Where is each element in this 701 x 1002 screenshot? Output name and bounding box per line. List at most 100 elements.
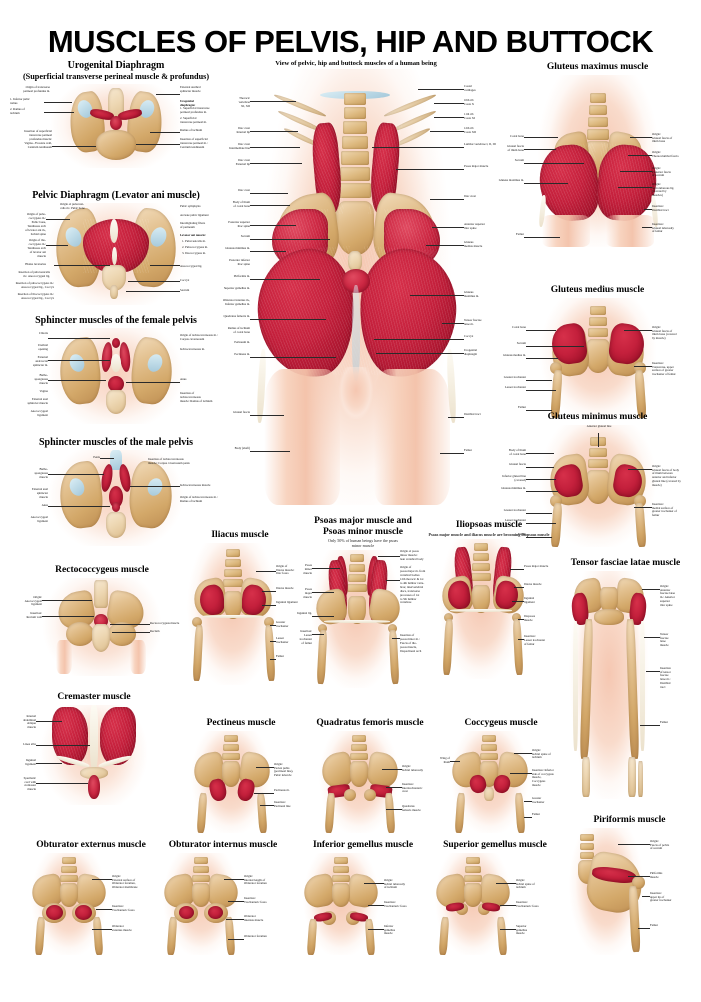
leader-line: [54, 265, 110, 266]
lumbar-vertebra: [193, 865, 209, 873]
leader-line: [510, 772, 532, 774]
label-gmax-left-0: Coxal bone: [510, 133, 524, 138]
label-pelvic-left-2: Hiatus levatorius: [25, 262, 46, 267]
leader-line: [374, 339, 464, 340]
label-ip-right-2: Inguinal ligament: [524, 595, 535, 604]
label-uro-left-0: Origin of transverse perineal profundus …: [23, 85, 50, 94]
leader-line: [250, 357, 336, 358]
label-il-right-1: Iliacus muscle: [276, 585, 294, 590]
label-sf-left-1: Urethral opening: [37, 343, 48, 352]
label-gmed-left-2: Gluteus medius m.: [503, 352, 526, 357]
label-gmed-left-3: Greater trochanter: [503, 374, 526, 379]
label-tfl-right-1: Tensor fasciae latae muscle: [660, 631, 669, 648]
lumbar-vertebra: [223, 578, 243, 587]
thigh-left: [264, 369, 340, 506]
panel-title-urogenital: Urogenital Diaphragm (Superficial transv…: [22, 60, 210, 82]
label-main-right-5: Psoas major muscle: [464, 164, 489, 169]
label-cx-right-3: Femur: [532, 811, 540, 816]
label-sf-right-3: Insertion of ischiocavernosus muscle: Ra…: [180, 391, 213, 403]
leader-line: [430, 199, 464, 200]
leader-line: [526, 522, 556, 524]
leader-line: [642, 226, 652, 228]
lumbar-vertebra: [589, 447, 607, 457]
leader-line: [514, 586, 524, 588]
leader-line: [256, 570, 276, 572]
leader-line: [526, 389, 556, 391]
label-ip-right-1: Iliacus muscle: [524, 581, 542, 586]
panel-title-gluteus-minimus: Gluteus minimus muscle: [547, 412, 648, 422]
gluteus-maximus-muscle-right: [355, 246, 461, 381]
leader-line: [44, 102, 72, 103]
label-pec-right-2: Insertion: Pectineal line: [274, 799, 291, 808]
label-cx-right-1: Insertion: Inferior side of coccygeus mu…: [532, 767, 554, 788]
leader-line: [368, 928, 384, 930]
anus-sphincter: [112, 502, 120, 513]
illustration-piriformis: Origin: Fascia of pelvis of sacrum Pirif…: [558, 827, 701, 955]
label-oe-right-0: Origin: External surface of Obturator fo…: [112, 873, 138, 890]
leader-line: [442, 323, 464, 324]
leader-line: [644, 208, 652, 210]
leader-line: [396, 169, 464, 170]
leader-line: [628, 468, 652, 470]
illustration-gluteus-medius: Coxal bone Sacrum Gluteus medius m. Grea…: [494, 297, 701, 420]
leader-line: [112, 631, 150, 633]
sacrum: [350, 760, 368, 787]
sacrum: [106, 390, 126, 415]
leader-line: [250, 163, 302, 164]
panel-main-view: View of pelvic, hip and buttock muscles …: [196, 60, 516, 512]
leader-line: [48, 474, 104, 475]
label-uro-right-2: 1. Superficial transverse perineal profu…: [180, 106, 210, 115]
leader-line: [224, 878, 244, 880]
lumbar-vertebra-i: [343, 121, 367, 135]
label-sf-left-3: Bulbo- spongiosus muscle: [34, 373, 48, 385]
leader-line: [646, 670, 660, 672]
leader-line: [52, 146, 96, 147]
leader-line: [598, 432, 599, 447]
label-gmax-right-5: Insertion: Gluteal tuberosity of femur: [652, 221, 674, 234]
lumbar-vertebra: [350, 554, 364, 563]
leader-line: [270, 658, 276, 660]
label-main-left-6: Posterior superior iliac spine: [228, 220, 250, 229]
label-main-left-5: Body of ilium of coxal bone: [232, 200, 250, 209]
label-sf-right-2: Anus: [180, 377, 187, 382]
lumbar-vertebra: [588, 458, 608, 468]
leader-line: [150, 265, 180, 266]
leader-line: [518, 638, 524, 640]
label-ps-right-1: Origin of psoas major m. from vertebral …: [400, 565, 426, 605]
lumbar-vertebra: [465, 865, 481, 873]
label-oi-right-0: Origin: Internal length of Obturator for…: [244, 873, 267, 886]
panel-iliacus: Iliacus muscle Origin of Iliacus muscle:…: [170, 530, 310, 690]
label-sf-left-0: Clitoris: [38, 331, 48, 336]
label-pelvic-right-4: 1. Pubovesicalis m.: [182, 239, 206, 244]
leader-line: [250, 131, 298, 132]
label-gmed-right-1: Insertion: Transverse, upper surface of …: [652, 360, 676, 377]
lumbar-vertebra-ii: [342, 136, 368, 150]
label-pelvic-right-3: Levator ani muscle:: [180, 233, 206, 238]
leader-line: [524, 148, 556, 150]
sacrum: [600, 586, 618, 613]
leader-line: [526, 357, 558, 359]
panel-urogenital-diaphragm: Urogenital Diaphragm (Superficial transv…: [4, 60, 228, 172]
label-gmax-right-2: Origin: Posterior fascia of sacrum: [652, 165, 671, 178]
lumbar-vertebra: [62, 856, 76, 864]
lumbar-vertebra: [473, 552, 489, 561]
label-gmin-left-0: Body of ilium of coxal bone: [508, 447, 526, 456]
label-rc-right-1: Rectum: [150, 628, 160, 633]
panel-title-cremaster: Cremaster muscle: [57, 692, 131, 702]
lesser-trochanter-right: [388, 624, 397, 634]
illustration-gluteus-maximus: Coxal bone Gluteal fascia of ilium bone …: [494, 74, 701, 247]
leader-line: [250, 415, 284, 416]
lumbar-vertebra: [224, 568, 242, 577]
illustration-pectineus: Origin: Pecten pubis (pectineal line), P…: [176, 730, 306, 833]
label-main-left-8: Gluteus minimus m.: [225, 246, 250, 251]
panel-title-piriformis: Piriformis muscle: [593, 815, 666, 825]
illustration-obturator-externus: Origin: External surface of Obturator fo…: [16, 852, 166, 955]
leader-line: [250, 279, 320, 280]
panel-subtitle-iliopsoas: Psoas major muscle and iliacus muscle ar…: [428, 531, 550, 537]
label-gmed-left-1: Sacrum: [516, 340, 526, 345]
label-cx-right-2: Greater trochanter: [532, 795, 545, 804]
obturator-internus-muscle-left: [179, 905, 194, 919]
lumbar-vertebra: [481, 743, 497, 751]
label-uro-left-1: 1. Inferior pubic ramus: [10, 97, 30, 106]
label-ig-right-1: Insertion: Trochanteric fossa: [384, 899, 407, 908]
